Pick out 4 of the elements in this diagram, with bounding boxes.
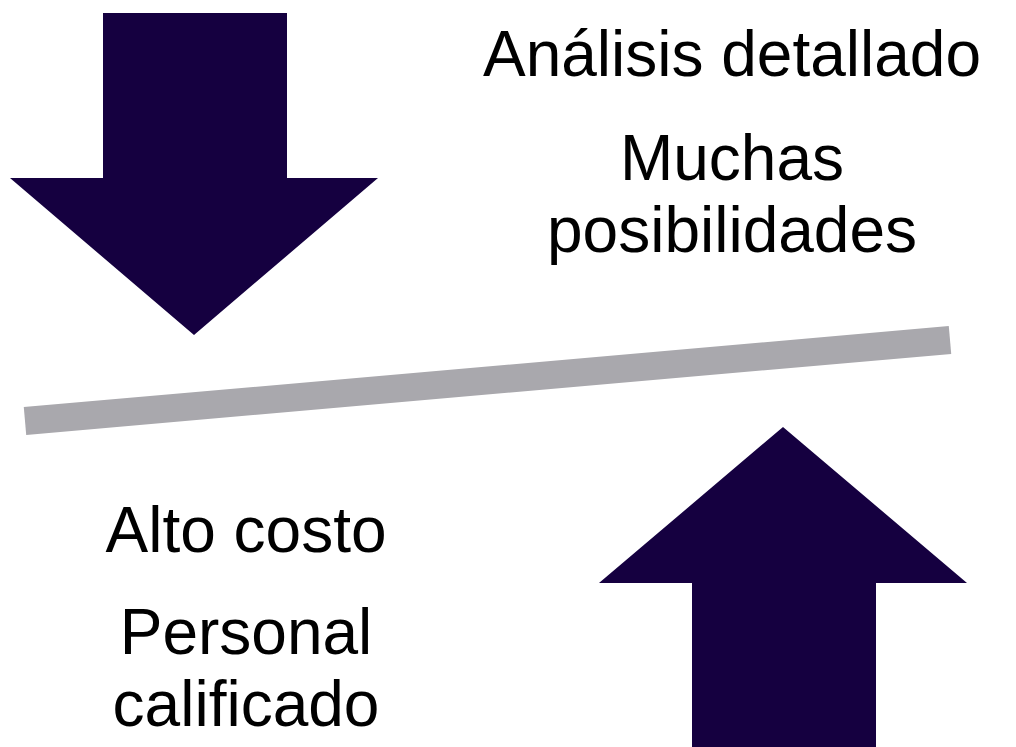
label-text: Alto costo <box>104 494 388 566</box>
label-text: Muchas posibilidades <box>546 122 918 266</box>
label-text: Personal calificado <box>111 596 381 740</box>
label-text: Análisis detallado <box>481 18 983 90</box>
